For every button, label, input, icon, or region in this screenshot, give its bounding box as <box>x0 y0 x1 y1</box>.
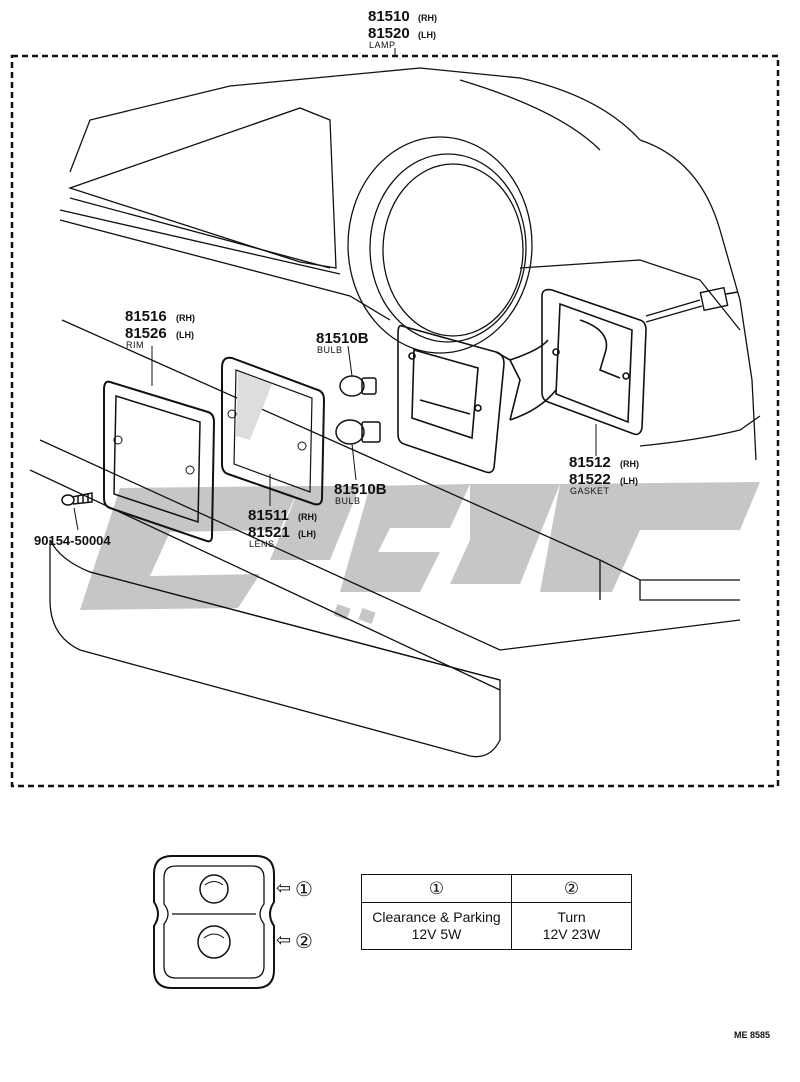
svg-text:81510: 81510 <box>368 8 410 25</box>
svg-text:81511: 81511 <box>248 507 289 524</box>
table-row: Clearance & Parking 12V 5W Turn 12V 23W <box>361 902 632 950</box>
vehicle-body <box>29 67 761 758</box>
bulb-2-spec: 12V 23W <box>542 926 601 942</box>
position-1-marker: ① <box>428 878 445 898</box>
bulb-2-function: Turn <box>557 909 586 925</box>
lens-part <box>221 356 326 506</box>
bulb-small <box>339 375 377 397</box>
gasket-part <box>541 288 647 436</box>
table-header-cell: ① <box>361 874 512 903</box>
table-cell: Clearance & Parking 12V 5W <box>361 902 512 950</box>
drawing-code: ME 8585 <box>734 1030 771 1040</box>
table-cell: Turn 12V 23W <box>511 902 632 950</box>
svg-text:(RH): (RH) <box>620 459 639 469</box>
svg-text:①: ① <box>295 879 313 901</box>
lamp-housing <box>397 324 557 474</box>
rim-part <box>103 380 216 543</box>
watermark-logo <box>80 482 760 625</box>
svg-text:RIM: RIM <box>126 340 144 350</box>
svg-text:81520: 81520 <box>368 25 410 42</box>
lamp-position-legend <box>153 855 275 989</box>
svg-text:BULB: BULB <box>335 496 361 506</box>
screw-part <box>61 492 93 506</box>
svg-text:81510B: 81510B <box>316 330 369 347</box>
svg-text:BULB: BULB <box>317 345 343 355</box>
svg-text:(LH): (LH) <box>418 30 436 40</box>
bulb-large <box>335 419 381 445</box>
bulb-1-function: Clearance & Parking <box>372 909 501 925</box>
legend-arrow-1: ⇦ ① <box>276 878 313 901</box>
svg-text:81526: 81526 <box>125 325 167 342</box>
svg-text:81516: 81516 <box>125 308 167 325</box>
table-header-row: ① ② <box>361 874 632 903</box>
label-lens: 81511 (RH) 81521 (LH) LENS <box>248 507 317 549</box>
label-bulb-bottom: 81510B BULB <box>334 481 387 506</box>
bulb-1-spec: 12V 5W <box>411 926 462 942</box>
svg-text:LENS: LENS <box>249 539 275 549</box>
dashed-frame <box>10 54 780 788</box>
svg-text:(LH): (LH) <box>176 330 194 340</box>
svg-text:81512: 81512 <box>569 454 611 471</box>
svg-text:⇦: ⇦ <box>276 930 291 950</box>
position-2-marker: ② <box>563 878 580 898</box>
wire-harness <box>645 286 739 323</box>
legend-arrow-2: ⇦ ② <box>276 930 313 953</box>
svg-text:(RH): (RH) <box>176 313 195 323</box>
svg-text:90154-50004: 90154-50004 <box>34 533 111 548</box>
label-screw: 90154-50004 <box>34 533 111 548</box>
svg-text:(LH): (LH) <box>298 529 316 539</box>
svg-text:②: ② <box>295 931 313 953</box>
label-gasket: 81512 (RH) 81522 (LH) GASKET <box>569 454 639 496</box>
svg-text:LAMP: LAMP <box>369 40 396 50</box>
svg-text:81510B: 81510B <box>334 481 387 498</box>
label-bulb-top: 81510B BULB <box>316 330 369 355</box>
label-lamp: 81510 (RH) 81520 (LH) LAMP <box>368 8 437 50</box>
bulb-spec-table: ① ② Clearance & Parking 12V 5W Turn 12V … <box>361 874 632 950</box>
svg-text:⇦: ⇦ <box>276 878 291 898</box>
svg-text:(LH): (LH) <box>620 476 638 486</box>
svg-text:81522: 81522 <box>569 471 611 488</box>
leader-lines <box>73 345 597 531</box>
svg-text:(RH): (RH) <box>418 13 437 23</box>
svg-text:GASKET: GASKET <box>570 486 610 496</box>
svg-text:81521: 81521 <box>248 524 290 541</box>
table-header-cell: ② <box>511 874 632 903</box>
svg-text:(RH): (RH) <box>298 512 317 522</box>
label-rim: 81516 (RH) 81526 (LH) RIM <box>125 308 195 350</box>
